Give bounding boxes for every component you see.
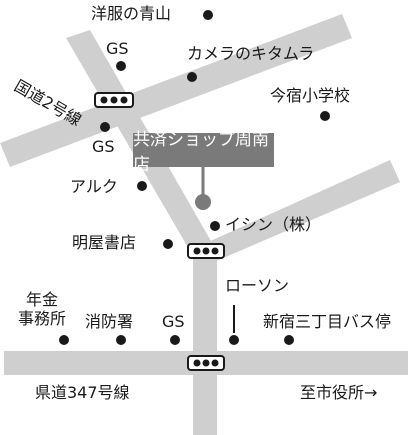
label-nenkin: 年金 事務所 (7, 290, 77, 328)
dot-nenkin (59, 335, 69, 345)
traffic-light-junction (187, 243, 225, 259)
label-gs-bottom: GS (162, 312, 185, 331)
label-yofuku: 洋服の青山 (91, 4, 172, 23)
dot-gs-top (116, 61, 126, 71)
road-national-2 (0, 14, 352, 167)
dot-lawson (229, 335, 239, 345)
dot-school (320, 111, 330, 121)
dot-gs-bottom (170, 335, 180, 345)
label-gs-top: GS (106, 39, 129, 58)
shop-pin-dot (195, 194, 211, 210)
dot-camera (187, 72, 197, 82)
dot-ishin (210, 221, 220, 231)
shop-name-box: 共済ショップ周南店 (133, 130, 274, 175)
dot-yofuku (203, 10, 213, 20)
shop-name: 共済ショップ周南店 (133, 130, 269, 175)
label-lawson: ローソン (225, 276, 290, 295)
label-busstop: 新宿三丁目バス停 (263, 312, 392, 331)
road-right-diagonal (186, 160, 400, 262)
label-ishin: イシン（株） (225, 215, 322, 234)
label-prefectural-route: 県道347号線 (35, 383, 130, 402)
label-school: 今宿小学校 (270, 86, 351, 105)
dot-busstop (284, 335, 294, 345)
dot-aruku (137, 181, 147, 191)
dot-gs-mid (100, 122, 110, 132)
label-nenkin-line1: 年金 (25, 290, 58, 309)
label-shobo: 消防署 (85, 312, 134, 331)
dot-meiya (163, 239, 173, 249)
label-camera: カメラのキタムラ (187, 44, 315, 63)
label-to-city-hall: 至市役所→ (300, 383, 378, 402)
label-gs-mid: GS (92, 137, 115, 156)
dot-shobo (116, 335, 126, 345)
traffic-light-prefectural (187, 355, 225, 371)
road-vertical (193, 248, 217, 435)
label-meiya: 明屋書店 (72, 233, 137, 252)
traffic-light-national (94, 92, 134, 108)
label-aruku: アルク (70, 177, 118, 196)
label-nenkin-line2: 事務所 (17, 309, 66, 329)
